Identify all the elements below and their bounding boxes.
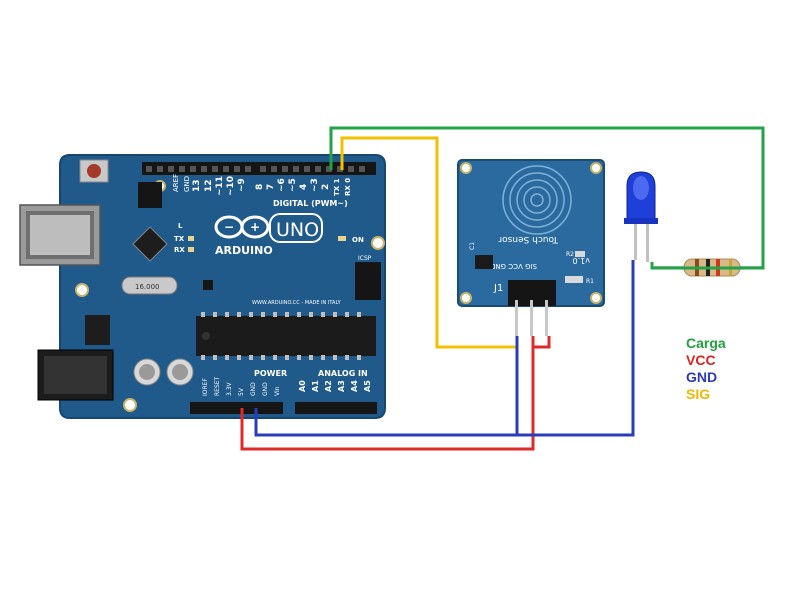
wire-legend: Carga VCC GND SIG (686, 335, 726, 403)
mounting-hole (460, 292, 472, 304)
rx-led-label: RX (174, 246, 185, 254)
usb-chip (132, 226, 168, 262)
analog-pin-a0: A0 (298, 380, 307, 392)
r2-label: R2 (566, 251, 574, 258)
dc-power-jack (37, 349, 114, 401)
pin-label-tx1: TX 1 (333, 178, 341, 196)
pin-label-6: ~6 (277, 178, 287, 192)
power-pin-labels: IOREF RESET 3.3V 5V GND GND Vin (202, 376, 281, 396)
analog-pin-labels: A0 A1 A2 A3 A4 A5 (298, 380, 372, 392)
mounting-hole (460, 162, 472, 174)
r1-label: R1 (586, 278, 594, 285)
power-pin-reset: RESET (214, 376, 221, 396)
wire-vcc (240, 336, 535, 451)
icsp-label: ICSP (358, 255, 372, 262)
pin-label-9: ~9 (237, 178, 247, 192)
analog-pin-a4: A4 (350, 380, 359, 392)
pin-label-4: 4 (299, 184, 309, 190)
crystal: 16.000 (121, 276, 178, 295)
pin-label-13: 13 (192, 179, 202, 192)
icsp-header-top (138, 182, 162, 208)
wire-vcc-sensor (533, 336, 551, 349)
gnd-label-top: GND (183, 176, 191, 192)
led (188, 236, 194, 241)
crystal-label: 16.000 (135, 283, 160, 291)
power-pin-gnd1: GND (250, 382, 257, 396)
mounting-hole (123, 398, 137, 412)
capacitor (166, 358, 194, 386)
power-header-label: POWER (254, 369, 287, 378)
wire-gnd (254, 260, 635, 437)
power-pin-ioref: IOREF (202, 378, 209, 396)
arduino-logo: − + (214, 215, 270, 239)
sensor-version: v1.0 (573, 256, 590, 265)
power-pin-vin: Vin (274, 386, 281, 396)
j1-label: J1 (493, 283, 503, 294)
pin-label-8: 8 (255, 184, 265, 190)
pin-label-5: ~5 (288, 178, 298, 192)
sensor-ic (475, 255, 493, 269)
atmega-chip (196, 312, 376, 360)
mounting-hole (75, 283, 89, 297)
digital-header-holes (146, 166, 365, 172)
mounting-hole (371, 236, 385, 250)
pin-label-3: ~3 (310, 178, 320, 192)
arduino-board: AREF GND 13 12 ~11 ~10 ~9 8 7 ~6 ~5 4 ~3… (19, 154, 386, 419)
uno-badge (269, 213, 323, 243)
led (188, 247, 194, 252)
pin-label-12: 12 (204, 179, 214, 192)
arduino-logo-text: ARDUINO (215, 244, 273, 257)
uno-text: UNO (276, 219, 319, 241)
pin-label-rx0: RX 0 (344, 178, 352, 196)
usb-connector (19, 204, 101, 266)
resistor-r2 (575, 251, 585, 257)
tx-led-label: TX (174, 235, 185, 243)
power-pin-5v: 5V (238, 387, 245, 396)
plus-sign: + (250, 220, 260, 234)
legend-item-sig: SIG (686, 386, 711, 402)
resistor-r1 (565, 276, 583, 283)
digital-pin-labels: 13 12 ~11 ~10 ~9 8 7 ~6 ~5 4 ~3 2 TX 1 R… (192, 176, 352, 196)
reset-button (79, 159, 109, 183)
wires (240, 126, 765, 451)
analog-pin-a2: A2 (324, 380, 333, 392)
analog-pin-a5: A5 (363, 380, 372, 392)
touch-pad (502, 165, 572, 235)
l-led-label: L (178, 222, 183, 230)
reset-header (203, 280, 213, 290)
power-pin-gnd2: GND (262, 382, 269, 396)
minus-sign: − (224, 220, 234, 234)
on-led-label: ON (352, 236, 364, 244)
analog-pin-a3: A3 (337, 380, 346, 392)
analog-header-label: ANALOG IN (318, 369, 368, 378)
analog-pin-a1: A1 (311, 380, 320, 392)
power-pin-3v3: 3.3V (226, 381, 233, 396)
power-header (190, 402, 283, 414)
sensor-pin-labels: SIG VCC GND (490, 262, 537, 270)
legend-item-carga: Carga (686, 335, 726, 351)
c1-label: C1 (469, 242, 476, 250)
sensor-title: Touch Sensor (498, 234, 559, 244)
pin-label-7: 7 (266, 184, 276, 190)
aref-label: AREF (172, 174, 180, 192)
legend-item-gnd: GND (686, 369, 718, 385)
sensor-header-pins (515, 300, 548, 336)
digital-header-label: DIGITAL (PWM~) (273, 199, 348, 208)
voltage-regulator (85, 315, 110, 345)
on-led (338, 236, 346, 241)
blue-led (624, 171, 658, 262)
legend-item-vcc: VCC (686, 352, 716, 368)
pin-label-11: ~11 (215, 176, 225, 196)
mounting-hole (590, 292, 602, 304)
capacitor (133, 358, 161, 386)
pin-label-2: 2 (321, 184, 331, 190)
url-label: WWW.ARDUINO.CC - MADE IN ITALY (252, 300, 342, 306)
touch-sensor-module: Touch Sensor v1.0 SIG VCC GND C1 R2 R1 J… (457, 159, 605, 336)
wire-carga (329, 126, 765, 270)
mounting-hole (590, 162, 602, 174)
pin-label-10: ~10 (226, 176, 236, 196)
analog-header (295, 402, 377, 414)
icsp-header (355, 262, 381, 300)
